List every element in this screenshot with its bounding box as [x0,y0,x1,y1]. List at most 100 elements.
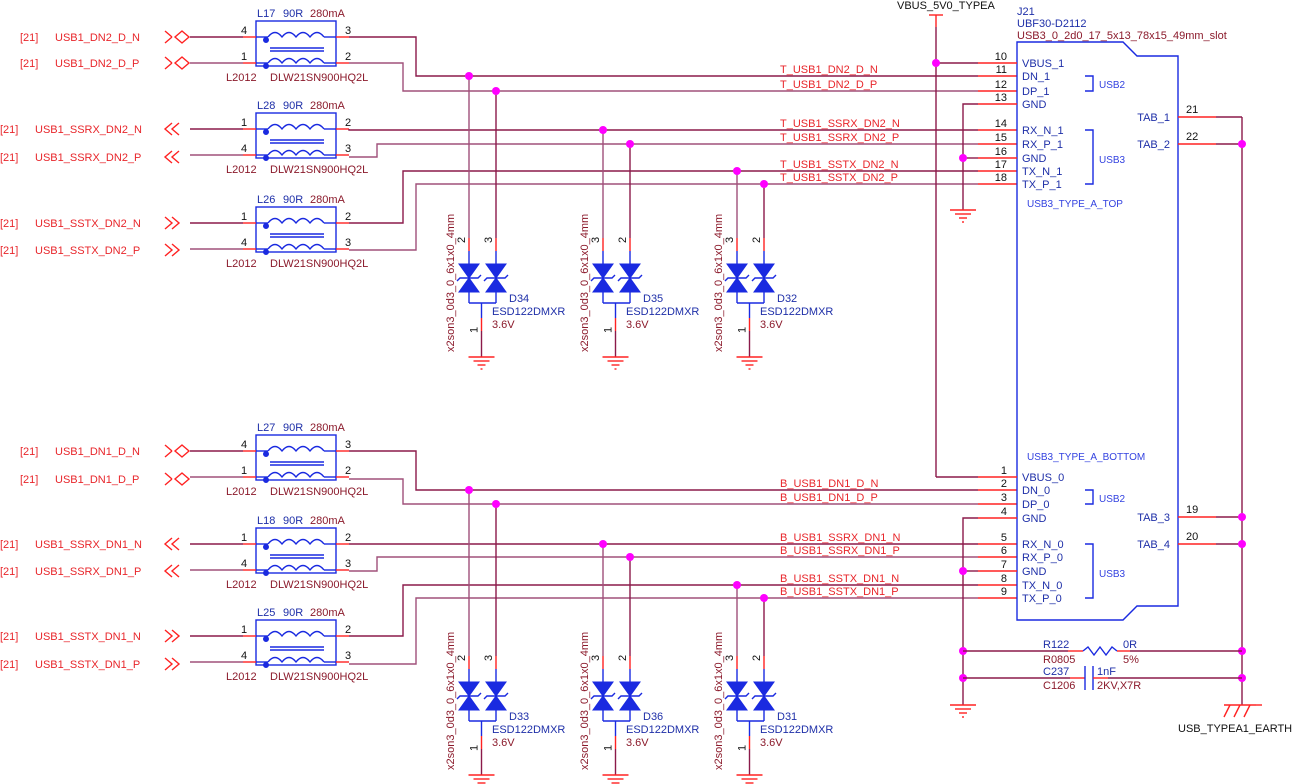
polarity-dot [263,451,269,457]
esd-voltage: 3.6V [760,319,783,331]
net-wire [349,478,978,505]
coil-winding-icon [267,630,325,638]
choke-pin-number: 4 [241,439,247,451]
net-t-usb1-dn2-d-p: T_USB1_DN2_D_P [349,62,1017,92]
net-b-usb1-sstx-dn1-n: B_USB1_SSTX_DN1_N [349,573,1017,637]
input-port-icon [164,243,181,257]
esd-part: ESD122DMXR [492,306,565,318]
usb2-bracket [1085,75,1094,92]
port-usb1-ssrx-dn1-p: [21]USB1_SSRX_DN1_P [0,564,180,578]
esd-footprint: x2son3_0d3_0_6x1x0_4mm [579,632,591,770]
connector-section-top: USB3_TYPE_A_TOP [1027,199,1123,210]
connector-pin-number: 1 [1001,465,1007,477]
esd-part: ESD122DMXR [626,724,699,736]
vbus-net: VBUS_5V0_TYPEA [897,0,995,478]
resistor-icon [1082,645,1118,657]
junction-dot [1238,540,1246,548]
esd-part: ESD122DMXR [492,724,565,736]
ground-icon [468,774,495,784]
port-usb1-sstx-dn1-p: [21]USB1_SSTX_DN1_P [0,657,181,671]
choke-pin-number: 3 [345,237,351,249]
connector-section-bottom: USB3_TYPE_A_BOTTOM [1027,452,1145,463]
esd-pin-number: 1 [737,327,749,333]
usb-connector-j21: J21UBF30-D2112USB3_0_2d0_17_5x13_78x15_4… [978,6,1246,705]
bidir-port-icon [164,30,191,44]
net-wire [349,62,978,92]
net-wire [349,170,978,224]
junction-dot [1238,513,1246,521]
choke-value: 90R [283,8,303,20]
net-b-usb1-sstx-dn1-p: B_USB1_SSTX_DN1_P [349,586,1017,665]
junction-dot [733,167,741,175]
connector-pin-name: RX_P_1 [1022,139,1063,151]
usb2-bracket [1085,489,1094,505]
usb3-group-label: USB3 [1099,155,1126,166]
choke-ref: L27 [257,422,275,434]
usb2-group-label: USB2 [1099,494,1126,505]
earth-net-label: USB_TYPEA1_EARTH [1178,723,1292,735]
net-wire [349,143,978,158]
input-port-icon [164,629,181,643]
choke-pin-number: 4 [241,143,247,155]
esd-voltage: 3.6V [760,737,783,749]
connector-pin-number: 2 [1001,478,1007,490]
net-label: T_USB1_SSRX_DN2_P [780,132,899,144]
polarity-dot [263,155,269,161]
port-usb1-sstx-dn2-p: [21]USB1_SSTX_DN2_P [0,243,181,257]
esd-pin-number: 3 [590,237,602,243]
ground-icon [950,209,976,223]
choke-footprint: L2012 [226,671,257,683]
net-label: B_USB1_DN1_D_P [780,492,878,504]
net-label: B_USB1_SSRX_DN1_N [780,532,901,544]
port-usb1-sstx-dn2-n: [21]USB1_SSTX_DN2_N [0,216,181,230]
output-port-icon [163,122,180,136]
connector-pin-number: 3 [1001,492,1007,504]
connector-pin-name: DN_0 [1022,485,1050,497]
choke-footprint: L2012 [226,258,257,270]
net-wire [349,183,978,251]
port-sheet-ref: [21] [0,631,18,643]
choke-pin-number: 4 [241,558,247,570]
polarity-dot [263,223,269,229]
connector-pin-number: 8 [1001,573,1007,585]
coil-winding-icon [267,656,325,664]
net-label: T_USB1_SSRX_DN2_N [780,118,900,130]
connector-pin-name: GND [1022,99,1047,111]
earth-hatch [1233,704,1241,718]
esd-voltage: 3.6V [492,737,515,749]
coil-winding-icon [267,471,325,479]
port-usb1-dn2-d-n: [21]USB1_DN2_D_N [20,30,191,44]
net-label: T_USB1_DN2_D_P [780,79,877,91]
choke-footprint: L2012 [226,164,257,176]
resistor-ref: R122 [1043,639,1069,651]
net-b-usb1-dn1-d-n: B_USB1_DN1_D_N [349,450,1017,491]
choke-footprint: L2012 [226,486,257,498]
choke-value: 90R [283,422,303,434]
connector-footprint: USB3_0_2d0_17_5x13_78x15_49mm_slot [1017,30,1227,42]
choke-body [255,20,337,67]
port-sheet-ref: [21] [20,32,38,44]
zener-bar [590,274,616,282]
polarity-dot [263,249,269,255]
connector-pin-name: VBUS_0 [1022,472,1064,484]
port-sheet-ref: [21] [0,218,18,230]
port-name: USB1_SSTX_DN1_P [35,659,140,671]
zener-bar [617,692,643,700]
choke-body [255,527,337,574]
port-name: USB1_SSRX_DN1_P [35,566,141,578]
earth-hatch [1223,704,1231,718]
choke-part: DLW21SN900HQ2L [270,486,368,498]
esd-ref: D32 [777,293,797,305]
connector-pin-number: 12 [995,79,1007,91]
esd-part: ESD122DMXR [626,306,699,318]
ground-icon [736,774,763,784]
connector-tab-name: TAB_2 [1137,139,1170,151]
capacitor-footprint: C1206 [1043,680,1075,692]
gnd-wire [962,517,978,705]
ground-icon [736,356,763,370]
polarity-dot [263,37,269,43]
choke-current: 280mA [310,100,346,112]
